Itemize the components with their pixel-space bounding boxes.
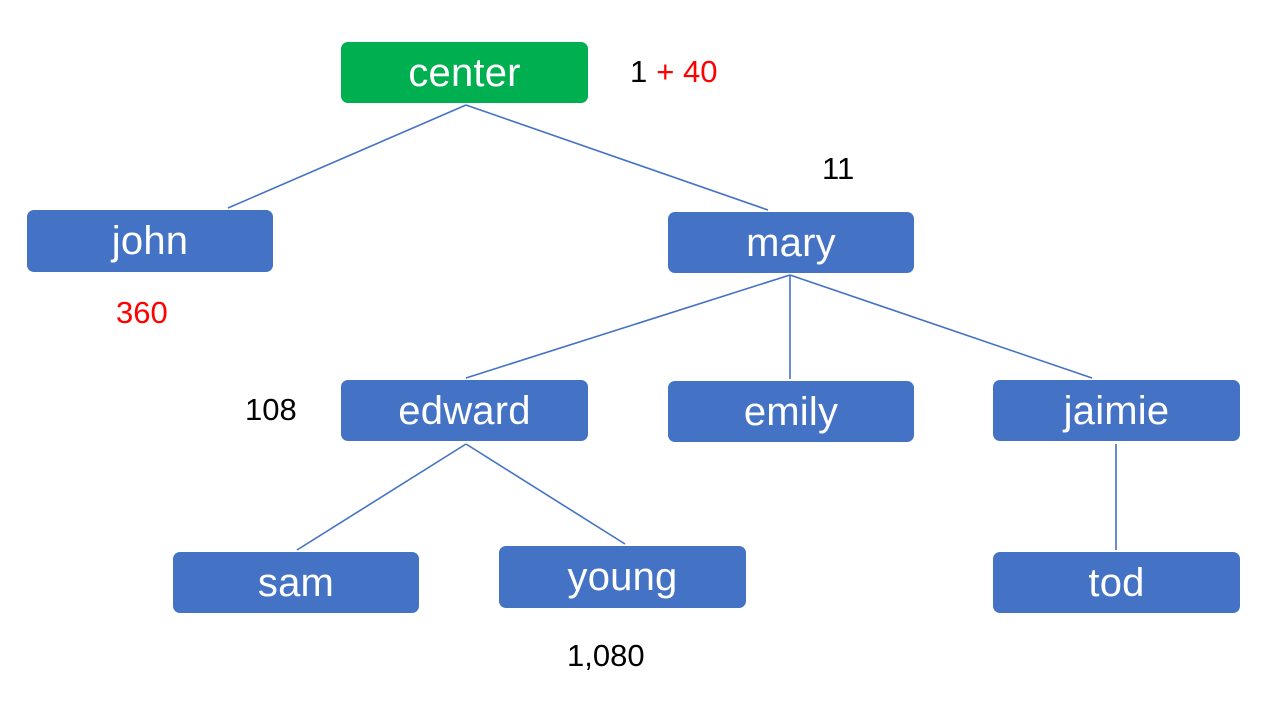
node-emily[interactable]: emily [668, 381, 914, 442]
node-john[interactable]: john [27, 210, 273, 272]
node-label-edward: edward [398, 388, 531, 433]
node-young[interactable]: young [499, 546, 746, 608]
node-label-emily: emily [743, 389, 839, 434]
annotation-young-count: 1,080 [567, 638, 645, 673]
annotation-center-count-segment-1: + 40 [656, 54, 718, 89]
annotation-center-count: 1+ 40 [630, 56, 717, 87]
node-sam[interactable]: sam [173, 552, 419, 613]
node-label-center: center [408, 50, 521, 95]
edge-mary-to-jaimie [789, 274, 1093, 379]
edge-center-to-mary [465, 104, 769, 211]
annotation-john-count: 360 [116, 295, 168, 330]
annotation-center-count-segment-0: 1 [630, 54, 648, 89]
annotation-edward-count: 108 [245, 392, 297, 427]
node-label-tod: tod [1088, 560, 1145, 605]
node-label-mary: mary [746, 220, 836, 265]
node-center[interactable]: center [341, 42, 588, 103]
node-label-jaimie: jaimie [1063, 388, 1170, 433]
edge-center-to-john [227, 104, 467, 209]
edge-edward-to-sam [296, 443, 467, 551]
node-tod[interactable]: tod [993, 552, 1240, 613]
node-jaimie[interactable]: jaimie [993, 380, 1240, 441]
node-label-sam: sam [257, 560, 335, 605]
node-mary[interactable]: mary [668, 212, 914, 273]
node-label-john: john [111, 219, 189, 263]
node-edward[interactable]: edward [341, 380, 588, 441]
edge-mary-to-edward [465, 274, 791, 379]
annotation-mary-count: 11 [822, 151, 855, 186]
node-label-young: young [567, 555, 678, 599]
edge-edward-to-young [465, 443, 626, 545]
